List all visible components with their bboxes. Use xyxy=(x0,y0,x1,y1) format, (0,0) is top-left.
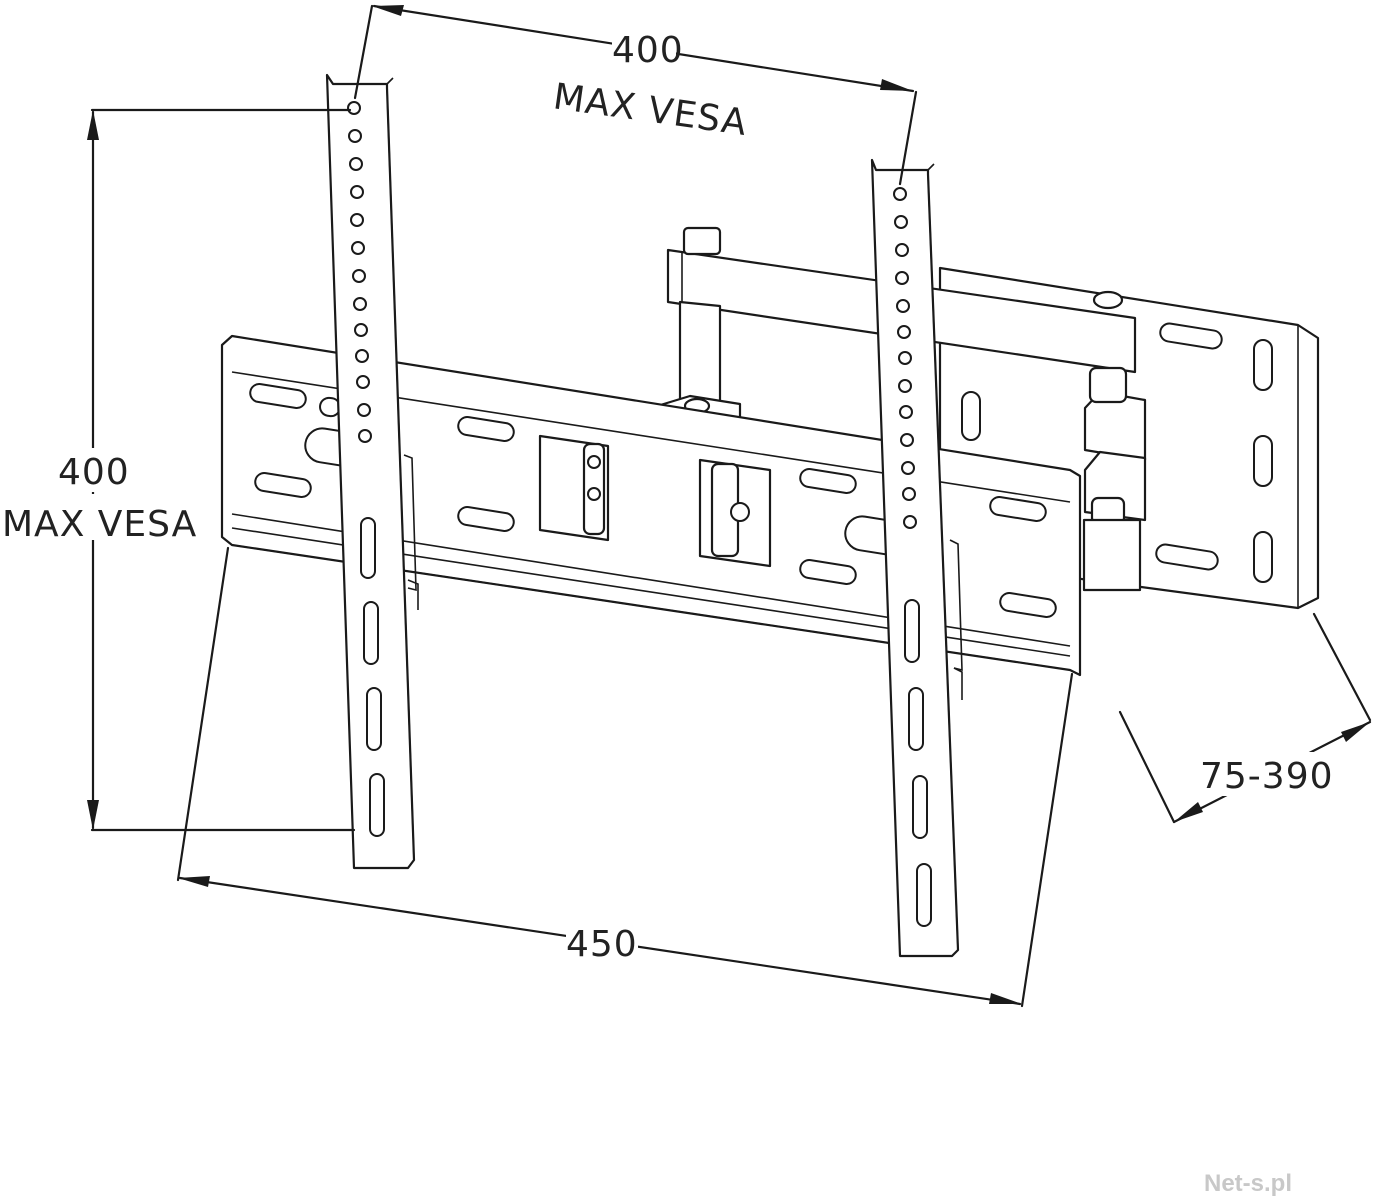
bottom-width-value: 450 xyxy=(566,924,638,965)
left-height-label: MAX VESA xyxy=(2,504,197,545)
dimension-left-vesa: 400 MAX VESA xyxy=(0,108,356,832)
left-height-value: 400 xyxy=(58,452,130,493)
dimension-depth-range: 75-390 xyxy=(1118,612,1372,824)
top-width-value: 400 xyxy=(612,30,684,71)
left-vertical-bracket xyxy=(325,73,419,870)
dimension-top-vesa: 400 MAX VESA xyxy=(353,4,918,186)
depth-range-value: 75-390 xyxy=(1200,756,1334,797)
top-width-label: MAX VESA xyxy=(551,76,750,144)
horizontal-rail xyxy=(220,334,1082,677)
dimension-bottom-width: 450 xyxy=(176,546,1074,1008)
right-vertical-bracket xyxy=(870,158,963,958)
right-bracket-holes xyxy=(893,187,932,927)
watermark: Net-s.pl xyxy=(1204,1170,1293,1197)
left-bracket-holes xyxy=(347,101,385,837)
